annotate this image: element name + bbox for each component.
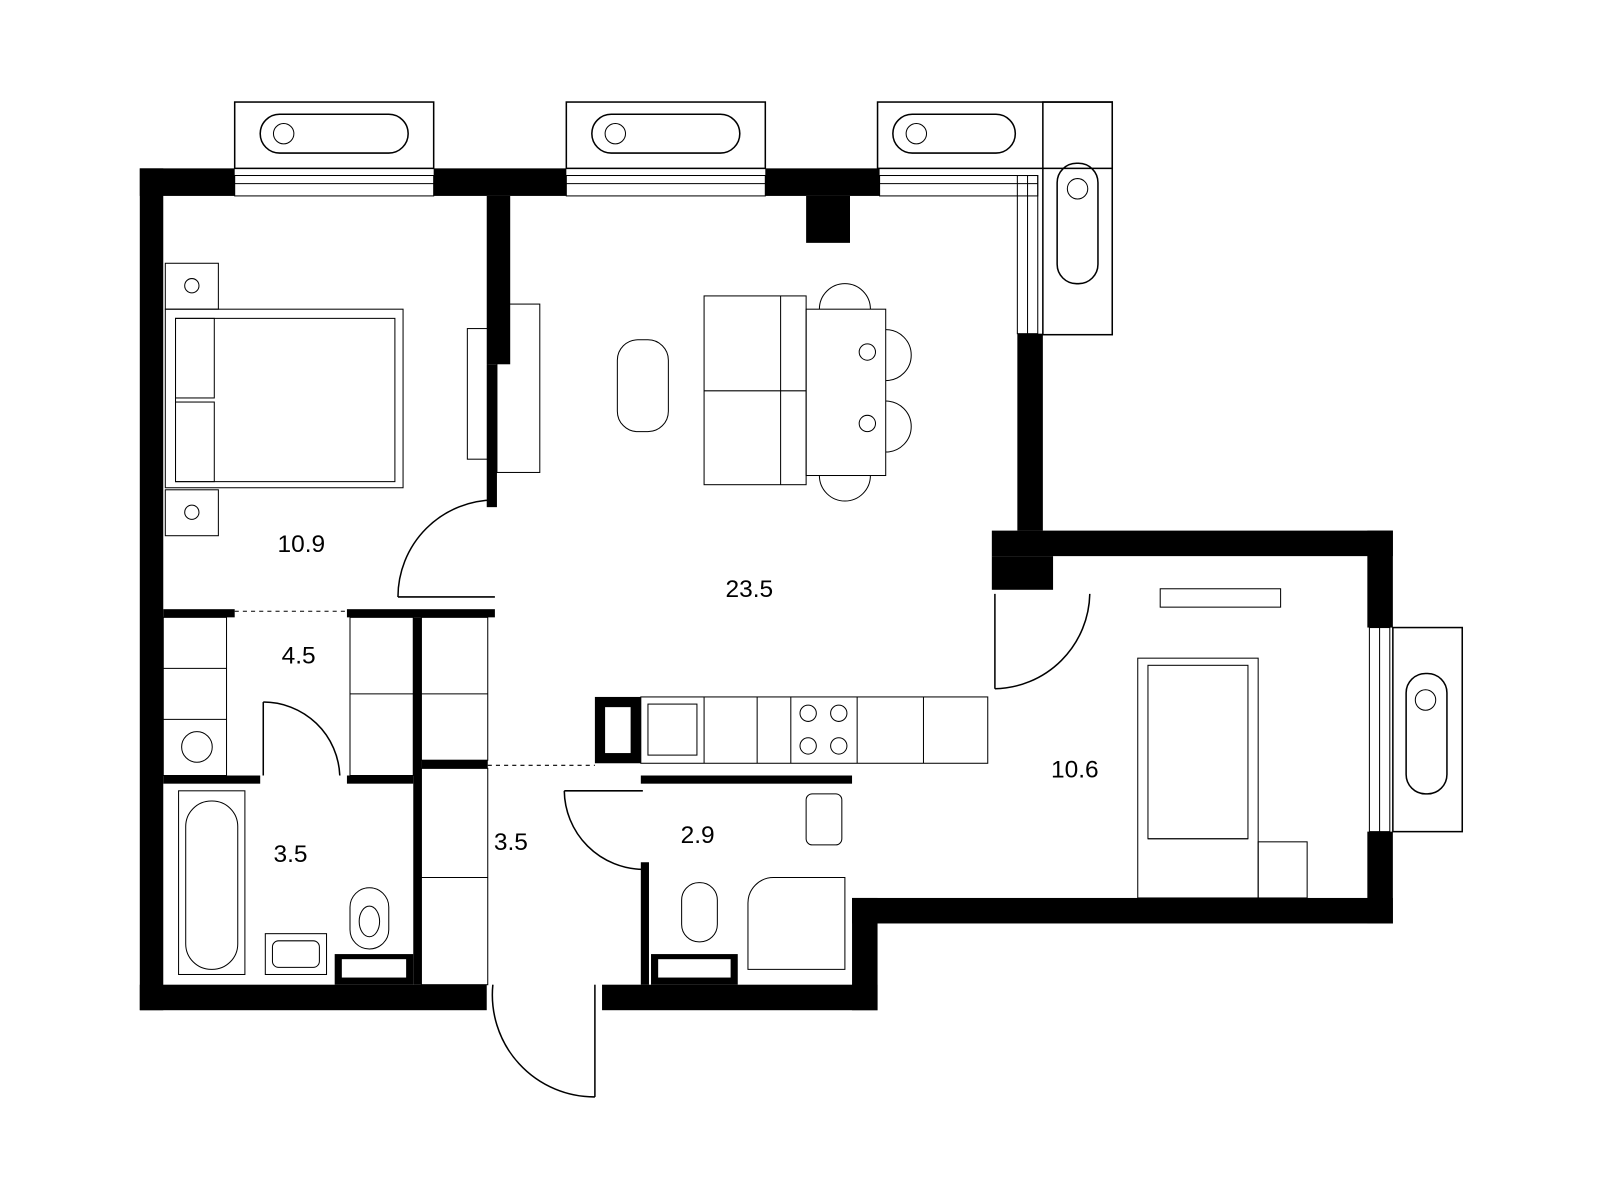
- room-area-toilet: 2.9: [681, 822, 715, 849]
- doors: [234, 499, 1091, 1098]
- room-area-bedroom: 10.9: [278, 531, 326, 558]
- room-area-wardrobe: 4.5: [282, 642, 316, 669]
- room-area-bathroom: 3.5: [273, 841, 307, 868]
- room-area-living: 23.5: [726, 576, 774, 603]
- windows: [234, 175, 1391, 833]
- furniture: [162, 262, 1308, 986]
- room-area-hallway: 3.5: [494, 829, 528, 856]
- room-area-kids-room: 10.6: [1051, 757, 1099, 784]
- walls: [139, 168, 1393, 1011]
- room-labels: 10.9 23.5 4.5 3.5 3.5 2.9 10.6: [273, 531, 1098, 868]
- balconies: [233, 101, 1464, 833]
